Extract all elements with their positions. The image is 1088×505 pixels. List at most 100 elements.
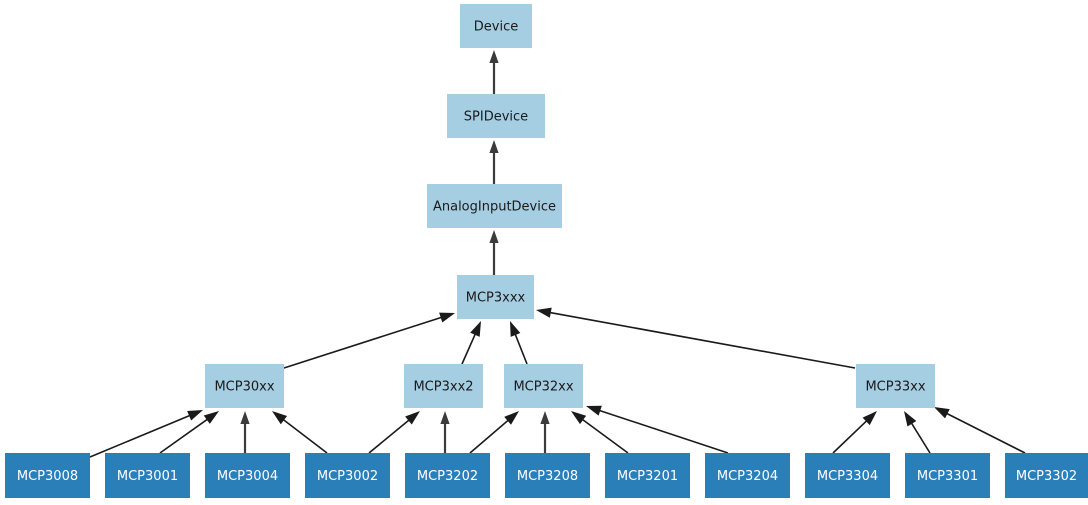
class-node-box[interactable] [5, 453, 90, 498]
edge-line [580, 418, 629, 454]
class-node-box[interactable] [404, 364, 483, 408]
arrow-head-icon [240, 411, 250, 424]
class-node-box[interactable] [457, 275, 534, 319]
class-node-label: MCP3xx2 [413, 380, 473, 395]
edge-line [469, 418, 510, 454]
class-node-mcp3xx2[interactable]: MCP3xx2 [404, 364, 483, 408]
class-node-mcp33xx[interactable]: MCP33xx [856, 364, 935, 408]
arrow-head-icon [571, 411, 587, 425]
class-node-box[interactable] [447, 94, 545, 138]
edge-line [548, 311, 856, 369]
inheritance-edge [934, 407, 1026, 454]
edge-line [945, 412, 1026, 454]
class-node-box[interactable] [405, 453, 490, 498]
class-node-label: MCP30xx [214, 380, 274, 395]
class-nodes-layer: DeviceSPIDeviceAnalogInputDeviceMCP3xxxM… [5, 4, 1088, 498]
class-node-box[interactable] [460, 4, 532, 48]
inheritance-edge [571, 411, 629, 454]
class-node-box[interactable] [205, 453, 290, 498]
class-node-box[interactable] [504, 364, 583, 408]
inheritance-edge [461, 321, 481, 365]
class-node-label: AnalogInputDevice [433, 200, 556, 215]
inheritance-edge [469, 411, 519, 454]
arrow-head-icon [489, 230, 499, 243]
arrow-head-icon [272, 411, 288, 425]
class-node-analoginputdevice[interactable]: AnalogInputDevice [427, 184, 562, 228]
arrow-head-icon [439, 312, 455, 323]
inheritance-edge [240, 411, 250, 453]
inheritance-edge [489, 140, 499, 184]
class-node-box[interactable] [305, 453, 390, 498]
class-node-box[interactable] [705, 453, 790, 498]
class-node-label: MCP3301 [917, 469, 978, 484]
arrow-head-icon [862, 411, 877, 426]
inheritance-edge [536, 307, 856, 369]
class-node-mcp3001[interactable]: MCP3001 [105, 453, 190, 498]
edge-line [159, 417, 209, 454]
inheritance-edge [586, 405, 729, 454]
edge-line [514, 332, 528, 365]
class-node-mcp3201[interactable]: MCP3201 [605, 453, 690, 498]
class-node-box[interactable] [605, 453, 690, 498]
class-node-mcp32xx[interactable]: MCP32xx [504, 364, 583, 408]
inheritance-edge [904, 411, 931, 454]
edge-line [598, 409, 729, 454]
class-node-mcp3302[interactable]: MCP3302 [1005, 453, 1088, 498]
class-node-mcp30xx[interactable]: MCP30xx [205, 364, 284, 408]
class-node-box[interactable] [1005, 453, 1088, 498]
class-node-mcp3304[interactable]: MCP3304 [805, 453, 890, 498]
class-node-mcp3204[interactable]: MCP3204 [705, 453, 790, 498]
class-node-box[interactable] [105, 453, 190, 498]
edge-line [283, 316, 443, 369]
inheritance-edge [272, 411, 328, 454]
class-node-box[interactable] [856, 364, 935, 408]
class-node-label: MCP3202 [417, 469, 478, 484]
class-node-box[interactable] [505, 453, 590, 498]
arrow-head-icon [470, 321, 481, 337]
arrow-head-icon [440, 411, 450, 424]
arrow-head-icon [187, 410, 203, 421]
class-node-mcp3008[interactable]: MCP3008 [5, 453, 90, 498]
inheritance-edge [89, 410, 203, 458]
edge-line [368, 418, 411, 454]
edge-line [89, 414, 192, 458]
arrow-head-icon [934, 407, 950, 419]
class-node-label: Device [474, 20, 518, 35]
arrow-head-icon [489, 50, 499, 63]
class-node-label: MCP3004 [217, 469, 278, 484]
class-node-mcp3301[interactable]: MCP3301 [905, 453, 990, 498]
class-node-box[interactable] [805, 453, 890, 498]
class-node-mcp3004[interactable]: MCP3004 [205, 453, 290, 498]
class-node-label: MCP3008 [17, 469, 78, 484]
class-node-mcp3002[interactable]: MCP3002 [305, 453, 390, 498]
class-node-mcp3208[interactable]: MCP3208 [505, 453, 590, 498]
class-node-label: MCP3208 [517, 469, 578, 484]
class-node-device[interactable]: Device [460, 4, 532, 48]
arrow-head-icon [540, 411, 550, 424]
class-node-box[interactable] [205, 364, 284, 408]
class-node-mcp3202[interactable]: MCP3202 [405, 453, 490, 498]
class-node-mcp3xxx[interactable]: MCP3xxx [457, 275, 534, 319]
class-node-label: SPIDevice [464, 110, 528, 125]
inheritance-edge [540, 411, 550, 453]
arrow-head-icon [904, 411, 917, 427]
class-node-label: MCP3xxx [466, 291, 526, 306]
class-node-label: MCP3201 [617, 469, 678, 484]
arrow-head-icon [504, 411, 519, 425]
inheritance-edge [159, 411, 219, 454]
class-node-label: MCP33xx [865, 380, 925, 395]
inheritance-edge [283, 312, 455, 369]
class-node-box[interactable] [905, 453, 990, 498]
class-node-spidevice[interactable]: SPIDevice [447, 94, 545, 138]
class-node-label: MCP3204 [717, 469, 778, 484]
class-node-label: MCP3304 [817, 469, 878, 484]
inheritance-edge [440, 411, 450, 453]
arrow-head-icon [203, 411, 219, 424]
arrow-head-icon [489, 140, 499, 153]
inheritance-edge [832, 411, 877, 454]
inheritance-edge [368, 411, 420, 454]
class-node-box[interactable] [427, 184, 562, 228]
edge-line [832, 419, 869, 454]
class-node-label: MCP32xx [513, 380, 573, 395]
